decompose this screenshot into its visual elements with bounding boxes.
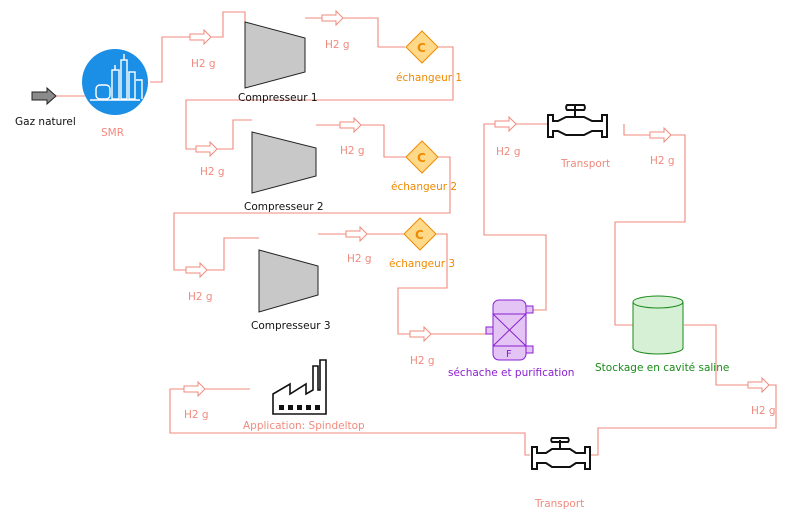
transport-valve-top (547, 104, 608, 138)
flow-arrow-icon (409, 325, 432, 343)
compressor-2-label: Compresseur 2 (244, 201, 324, 213)
exchanger-3: C échangeur 3 (389, 217, 455, 270)
refinery-icon (82, 49, 148, 115)
smr-label: SMR (101, 127, 124, 139)
storage-tank: Stockage en cavité saline (595, 295, 729, 374)
flow-arrows (183, 9, 770, 398)
application-label: Application: Spindeltop (243, 420, 365, 432)
h2-label: H2 g (496, 146, 521, 158)
pipe-storage-to-transport (589, 324, 777, 456)
factory-windows (279, 405, 320, 410)
pipe-smr-to-c1 (150, 11, 246, 83)
exchanger-2: C échangeur 2 (391, 140, 457, 193)
compressor-1: Compresseur 1 (238, 21, 318, 104)
exchanger-3-symbol: C (415, 228, 424, 242)
exchanger-1: C échangeur 1 (396, 30, 462, 84)
h2-label: H2 g (347, 253, 372, 265)
compressor-icon (258, 249, 319, 313)
factory-icon (272, 359, 327, 415)
exchanger-1-label: échangeur 1 (396, 72, 462, 84)
h2-label: H2 g (191, 58, 216, 70)
gas-input-arrow-icon (31, 86, 57, 106)
pipes (55, 11, 777, 456)
h2-label: H2 g (184, 409, 209, 421)
flow-arrow-icon (494, 115, 517, 133)
h2-label: H2 g (650, 155, 675, 167)
compressor-icon (244, 21, 306, 89)
filter-unit: F séchache et purification (448, 299, 574, 379)
storage-label: Stockage en cavité saline (595, 362, 729, 374)
pipe-transport-to-application (169, 388, 530, 456)
valve-icon (547, 104, 608, 138)
pipe-hx1-to-c2 (185, 46, 454, 150)
flow-arrow-icon (189, 28, 212, 46)
refinery-glyph (90, 54, 143, 101)
heat-exchanger-icon (405, 30, 439, 64)
heat-exchanger-icon (403, 217, 437, 251)
h2-label: H2 g (340, 145, 365, 157)
flow-arrow-icon (747, 376, 770, 394)
h2-labels: H2 g H2 g H2 g H2 g H2 g H2 g H2 g H2 g … (184, 39, 776, 421)
valve-icon (531, 437, 591, 470)
compressor-3: Compresseur 3 (251, 249, 331, 332)
pipe-transport-to-storage (614, 124, 686, 326)
h2-label: H2 g (410, 355, 435, 367)
exchanger-3-label: échangeur 3 (389, 258, 455, 270)
flow-arrow-icon (339, 116, 362, 134)
pipe-hx3-to-filter (397, 233, 486, 335)
exchanger-1-symbol: C (417, 41, 426, 55)
compressor-icon (251, 131, 317, 194)
compressor-3-label: Compresseur 3 (251, 320, 331, 332)
flow-arrow-icon (321, 9, 344, 27)
transport-valve-bottom (531, 437, 591, 470)
h2-label: H2 g (751, 405, 776, 417)
smr-unit: SMR (82, 49, 148, 139)
pipe-hx2-to-c3 (173, 156, 451, 271)
storage-tank-icon (632, 302, 684, 355)
compressor-1-label: Compresseur 1 (238, 92, 318, 104)
pipe-c1-to-hx1 (305, 17, 405, 48)
filter-symbol: F (506, 349, 512, 360)
flow-arrow-icon (183, 380, 206, 398)
exchanger-2-label: échangeur 2 (391, 181, 457, 193)
transport-top-label: Transport (560, 158, 610, 170)
h2-label: H2 g (188, 291, 213, 303)
flow-arrow-icon (185, 261, 208, 279)
gas-input-label: Gaz naturel (15, 116, 76, 128)
heat-exchanger-icon (405, 140, 439, 174)
transport-bottom-label: Transport (534, 498, 584, 510)
h2-label: H2 g (200, 166, 225, 178)
filter-label: séchache et purification (448, 367, 574, 379)
flow-arrow-icon (195, 140, 218, 158)
h2-label: H2 g (325, 39, 350, 51)
application-factory: Application: Spindeltop (243, 359, 365, 432)
compressor-2: Compresseur 2 (244, 131, 324, 213)
exchanger-2-symbol: C (417, 151, 426, 165)
flow-arrow-icon (649, 126, 672, 144)
flow-arrow-icon (345, 225, 368, 243)
